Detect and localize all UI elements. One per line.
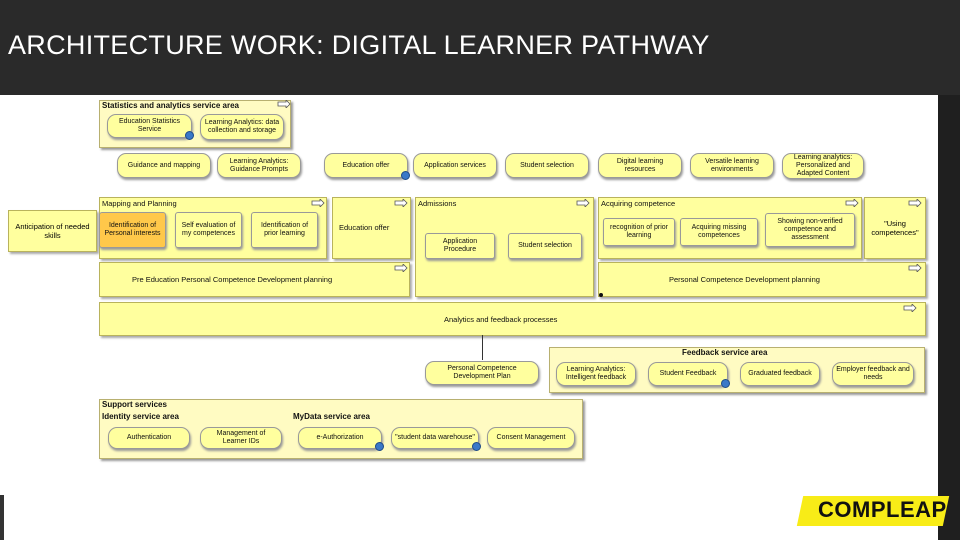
- identification-of-personal-interests: Identification of Personal interests: [99, 212, 166, 248]
- service-application-services: Application services: [413, 153, 497, 178]
- node-label: Guidance and mapping: [127, 161, 201, 169]
- node-label: Versatile learning environments: [705, 157, 759, 173]
- identity-area-title: Identity service area: [102, 412, 179, 421]
- node-label: "Using competences": [871, 219, 919, 237]
- node-label: Application Procedure: [442, 238, 478, 253]
- personal-competence-planning-lane: Personal Competence Development planning: [598, 262, 926, 297]
- employer-feedback-and-needs: Employer feedback and needs: [832, 362, 914, 386]
- compleap-logo: COMPLEAP: [818, 497, 947, 522]
- node-label: Personal Competence Development Plan: [447, 365, 517, 380]
- pre-education-planning-lane: Pre Education Personal Competence Develo…: [99, 262, 410, 297]
- node-label: Learning Analytics: Guidance Prompts: [229, 157, 289, 173]
- management-of-learner-ids: Management of Learner IDs: [200, 427, 282, 449]
- process-arrow-icon: [277, 100, 291, 108]
- node-label: Graduated feedback: [748, 370, 812, 377]
- slide-header: [0, 0, 960, 95]
- node-label: Identification of Personal interests: [104, 222, 161, 237]
- node-label: Identification of prior learning: [260, 222, 309, 237]
- service-versatile-learning-environments: Versatile learning environments: [690, 153, 774, 178]
- learning-analytics-intelligent-feedback: Learning Analytics: Intelligent feedback: [556, 362, 636, 386]
- node-label: Consent Management: [496, 434, 566, 441]
- process-arrow-icon: [903, 304, 917, 312]
- lane-title: Acquiring competence: [601, 199, 676, 208]
- node-label: Learning analytics: Personalized and Ada…: [793, 154, 853, 177]
- node-label: Authentication: [126, 434, 172, 441]
- acquiring-missing-competences: Acquiring missing competences: [680, 218, 758, 246]
- education-offer-lane: Education offer: [332, 197, 411, 259]
- process-arrow-icon: [311, 199, 325, 207]
- consent-management: Consent Management: [487, 427, 575, 449]
- info-icon: [401, 171, 410, 180]
- authentication: Authentication: [108, 427, 190, 449]
- process-arrow-icon: [576, 199, 590, 207]
- process-arrow-icon: [394, 199, 408, 207]
- statistics-area-title: Statistics and analytics service area: [102, 101, 239, 110]
- connector-dot: [599, 293, 603, 297]
- identification-of-prior-learning: Identification of prior learning: [251, 212, 318, 248]
- right-edge-bar: [938, 95, 960, 540]
- info-icon: [185, 131, 194, 140]
- lane-title: Admissions: [418, 199, 457, 208]
- node-label: Anticipation of needed skills: [15, 222, 90, 240]
- node-label: Learning Analytics: data collection and …: [204, 119, 280, 134]
- support-area-title: Support services: [102, 400, 167, 409]
- process-arrow-icon: [908, 264, 922, 272]
- e-authorization: e-Authorization: [298, 427, 384, 451]
- student-feedback: Student Feedback: [648, 362, 730, 388]
- node-label: Management of Learner IDs: [216, 430, 266, 445]
- lane-title: Pre Education Personal Competence Develo…: [132, 275, 333, 284]
- node-label: Employer feedback and needs: [836, 366, 910, 381]
- node-label: Application services: [424, 161, 486, 169]
- info-icon: [375, 442, 384, 451]
- service-digital-learning-resources: Digital learning resources: [598, 153, 682, 178]
- learning-analytics-data-collection: Learning Analytics: data collection and …: [200, 114, 284, 140]
- node-label: Learning Analytics: Intelligent feedback: [565, 366, 627, 381]
- anticipation-of-needed-skills: Anticipation of needed skills: [8, 210, 97, 252]
- node-label: Student selection: [518, 242, 572, 249]
- node-label: Education offer: [342, 161, 390, 169]
- analytics-and-feedback-lane: Analytics and feedback processes: [99, 302, 926, 336]
- node-label: Acquiring missing competences: [691, 224, 747, 239]
- node-label: Digital learning resources: [616, 157, 664, 173]
- graduated-feedback: Graduated feedback: [740, 362, 820, 386]
- self-evaluation-of-competences: Self evaluation of my competences: [175, 212, 242, 248]
- info-icon: [721, 379, 730, 388]
- info-icon: [472, 442, 481, 451]
- slide-title: ARCHITECTURE WORK: DIGITAL LEARNER PATHW…: [8, 30, 710, 60]
- service-student-selection: Student selection: [505, 153, 589, 178]
- service-education-offer: Education offer: [324, 153, 410, 180]
- admissions-student-selection: Student selection: [508, 233, 582, 259]
- node-label: e-Authorization: [316, 434, 364, 441]
- showing-non-verified-competence: Showing non-verified competence and asse…: [765, 213, 855, 247]
- lane-title: Analytics and feedback processes: [444, 315, 558, 324]
- feedback-area-title: Feedback service area: [682, 348, 768, 357]
- lane-title: Personal Competence Development planning: [669, 275, 820, 284]
- node-label: Student Feedback: [659, 370, 717, 377]
- node-label: "student data warehouse": [395, 434, 475, 441]
- service-learning-analytics-personalized: Learning analytics: Personalized and Ada…: [782, 153, 864, 179]
- service-guidance-and-mapping: Guidance and mapping: [117, 153, 211, 178]
- connector-line: [482, 335, 483, 360]
- node-label: Self evaluation of my competences: [181, 222, 236, 237]
- node-label: Student selection: [520, 161, 574, 169]
- node-label: Showing non-verified competence and asse…: [777, 218, 843, 241]
- lane-title: Education offer: [339, 223, 390, 232]
- process-arrow-icon: [908, 199, 922, 207]
- using-competences-lane: "Using competences": [864, 197, 926, 259]
- node-label: recognition of prior learning: [610, 224, 668, 239]
- application-procedure: Application Procedure: [425, 233, 495, 259]
- personal-competence-development-plan: Personal Competence Development Plan: [425, 361, 539, 385]
- mydata-area-title: MyData service area: [293, 412, 370, 421]
- node-label: Education Statistics Service: [118, 118, 181, 133]
- education-statistics-service: Education Statistics Service: [107, 114, 194, 140]
- recognition-of-prior-learning: recognition of prior learning: [603, 218, 675, 246]
- student-data-warehouse: "student data warehouse": [391, 427, 481, 451]
- left-edge-strip: [0, 495, 4, 540]
- service-learning-analytics-guidance: Learning Analytics: Guidance Prompts: [217, 153, 301, 178]
- process-arrow-icon: [845, 199, 859, 207]
- lane-title: Mapping and Planning: [102, 199, 177, 208]
- process-arrow-icon: [394, 264, 408, 272]
